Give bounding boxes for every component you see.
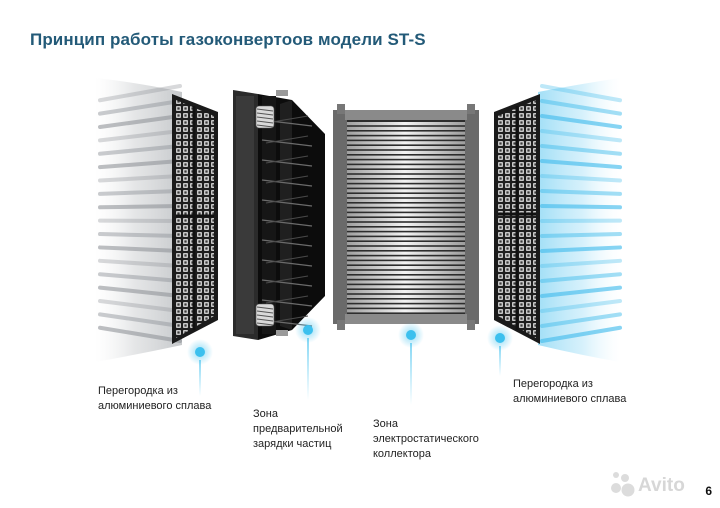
label-precharge-zone: Зона предварительной зарядки частиц [253, 408, 343, 450]
label-collector-zone: Зона электростатического коллектора [373, 418, 479, 460]
marker-left-partition [187, 339, 213, 396]
marker-right-partition [487, 325, 513, 376]
collector-module [333, 104, 479, 330]
right-mesh-partition [494, 94, 540, 344]
page-number: 6 [705, 484, 712, 498]
airflow-out-streaks [538, 78, 622, 362]
label-left-partition: Перегородка из алюминиевого сплава [98, 385, 212, 412]
page-title: Принцип работы газоконвертоов модели ST-… [30, 30, 426, 49]
ionizer-module [233, 90, 325, 340]
marker-precharge-zone [295, 317, 321, 400]
avito-watermark: Avito [611, 472, 685, 497]
svg-text:Avito: Avito [638, 475, 685, 496]
airflow-in-streaks [95, 78, 182, 362]
label-right-partition: Перегородка из алюминиевого сплава [513, 378, 627, 405]
left-mesh-partition [172, 94, 218, 344]
marker-collector-zone [398, 322, 424, 405]
avito-logo-icon [611, 472, 635, 497]
